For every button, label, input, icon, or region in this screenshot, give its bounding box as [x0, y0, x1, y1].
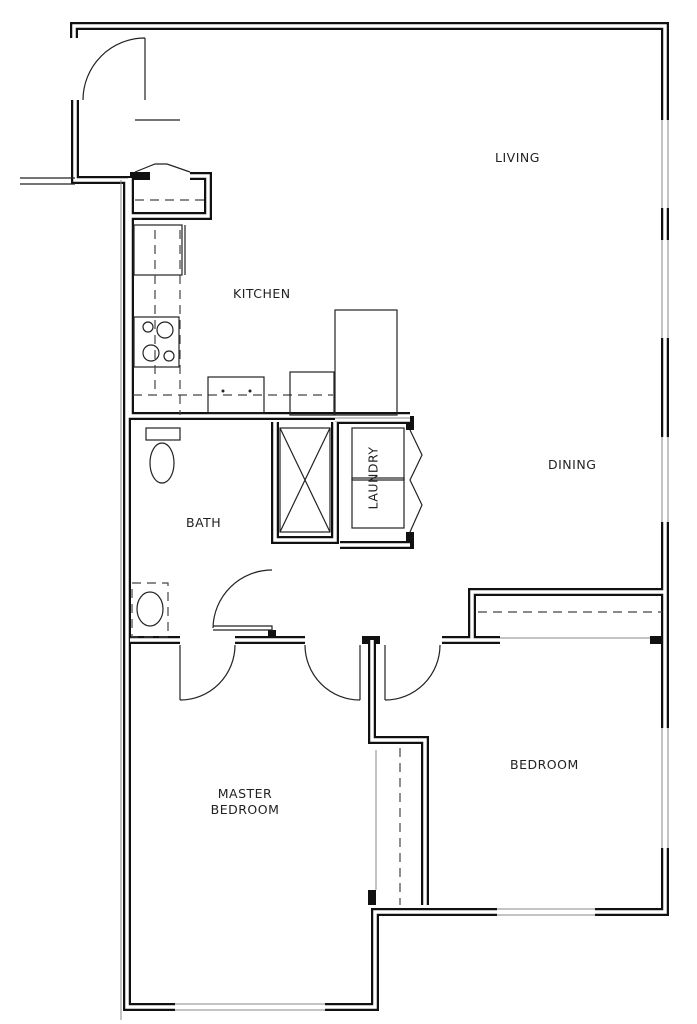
- room-label-laundry: LAUNDRY: [365, 446, 381, 510]
- room-label-bedroom: BEDROOM: [510, 757, 579, 772]
- sink-basin: [136, 591, 164, 627]
- toilet: [149, 442, 175, 484]
- dishwasher: [289, 371, 335, 416]
- toilet-tank: [145, 427, 181, 441]
- bedroom-door: [384, 644, 441, 701]
- room-label-master-bedroom: MASTER BEDROOM: [205, 786, 285, 818]
- pantry: [133, 224, 183, 276]
- sink: [207, 376, 265, 414]
- entry-door: [82, 37, 146, 101]
- windows: [175, 120, 669, 1011]
- master-bedroom-door: [304, 644, 361, 701]
- room-label-living: LIVING: [495, 150, 540, 165]
- room-label-bath: BATH: [186, 515, 222, 530]
- fixtures: [131, 119, 662, 905]
- master-line-1: MASTER: [217, 786, 273, 801]
- master-line-2: BEDROOM: [210, 802, 280, 817]
- bath-door: [212, 569, 273, 631]
- room-label-kitchen: KITCHEN: [233, 286, 291, 301]
- refrigerator: [334, 309, 398, 416]
- dryer: [351, 477, 405, 529]
- shower: [279, 427, 331, 533]
- master-bath-door: [179, 644, 236, 701]
- doors: [82, 37, 441, 890]
- stove: [133, 316, 180, 368]
- vanity: [131, 582, 169, 638]
- walls: [20, 22, 669, 1020]
- washer: [351, 427, 405, 481]
- room-label-dining: DINING: [548, 457, 597, 472]
